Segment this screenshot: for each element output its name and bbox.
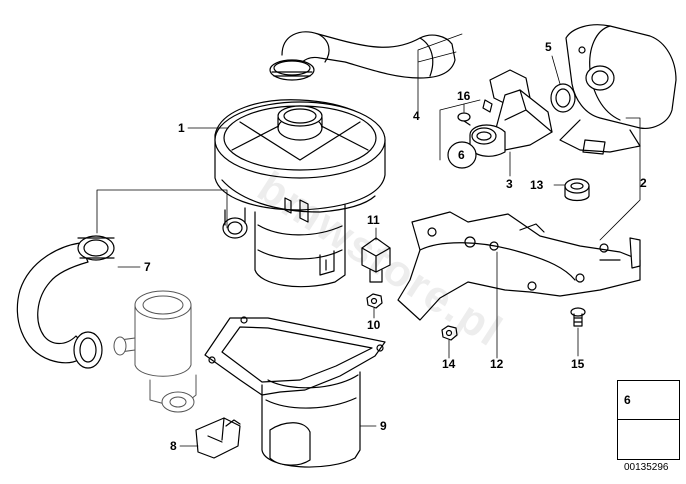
- callout-6: 6: [458, 148, 465, 162]
- callout-5: 5: [545, 40, 552, 54]
- callout-1: 1: [178, 121, 185, 135]
- callout-14: 14: [442, 357, 456, 371]
- retaining-clip: [195, 417, 241, 459]
- leader-7-bracket: [96, 189, 228, 234]
- leader-4: [417, 33, 463, 119]
- legend-box: [617, 380, 680, 460]
- bolt-15: [570, 307, 586, 327]
- hose-clamp-6: [447, 141, 477, 169]
- screw-16: [457, 112, 471, 126]
- callout-3: 3: [506, 177, 513, 191]
- callout-10: 10: [367, 318, 381, 332]
- callout-13: 13: [530, 178, 544, 192]
- secondary-air-pump: [214, 99, 386, 288]
- check-valve: [113, 290, 197, 413]
- callout-7: 7: [144, 260, 151, 274]
- callout-11: 11: [367, 213, 380, 227]
- callout-12: 12: [490, 357, 504, 371]
- legend-label: 6: [624, 393, 631, 407]
- callout-4: 4: [413, 109, 420, 123]
- legend-divider: [618, 419, 679, 420]
- leader-5: [551, 55, 561, 85]
- rubber-grommet: [564, 178, 590, 202]
- callout-16: 16: [457, 89, 471, 103]
- secondary-air-valve: [469, 69, 553, 157]
- leader-6-bracket: [439, 99, 481, 161]
- callout-15: 15: [571, 357, 585, 371]
- support-bracket: [397, 211, 641, 321]
- gasket-ring: [550, 83, 576, 113]
- sensor: [361, 237, 391, 283]
- callout-2: 2: [640, 176, 647, 190]
- callout-9: 9: [380, 419, 387, 433]
- pump-mounting-bracket: [204, 316, 386, 468]
- air-filter-housing: [559, 24, 677, 155]
- hex-nut-14: [441, 325, 458, 341]
- lower-air-hose: [16, 235, 115, 369]
- leader-2-bracket: [599, 117, 641, 241]
- hex-nut-10: [366, 293, 383, 309]
- callout-8: 8: [170, 439, 177, 453]
- reference-number: 00135296: [624, 462, 669, 473]
- upper-air-hose: [269, 31, 456, 81]
